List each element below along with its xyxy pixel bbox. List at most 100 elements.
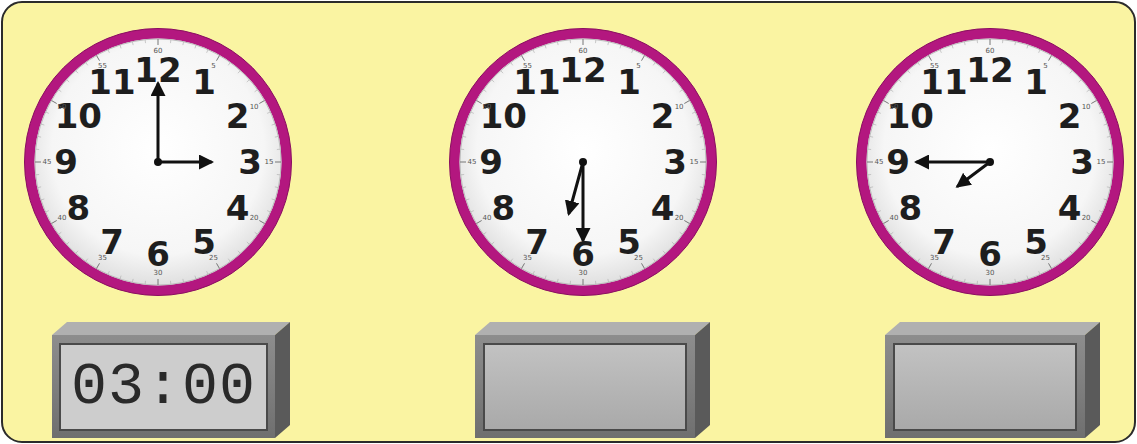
tick-mark [918,259,920,262]
tick-mark [97,55,100,60]
minute-numeral: 60 [986,48,995,55]
minute-numeral: 45 [875,159,884,166]
tick-mark [41,124,44,125]
tick-mark [653,62,655,65]
hour-numeral: 6 [978,237,1002,271]
minute-numeral: 55 [98,62,107,69]
tick-mark [1109,149,1112,150]
tick-mark [533,50,534,53]
tick-mark [663,251,665,254]
tick-mark [632,50,633,53]
tick-mark [76,251,78,254]
tick-mark [692,211,695,212]
analog-clock [450,29,717,296]
tick-mark [1039,271,1040,274]
tick-mark [1002,281,1003,284]
tick-mark [272,124,275,125]
tick-mark [41,199,44,200]
minute-numeral: 50 [889,103,898,110]
tick-mark [1049,55,1052,60]
tick-mark [36,174,39,175]
tick-mark [533,271,534,274]
tick-mark [255,232,258,234]
tick-mark [120,45,121,48]
minute-numeral: 5 [636,62,640,69]
tick-mark [228,62,230,65]
tick-mark [583,279,584,285]
digital-clock [885,322,1100,438]
tick-mark [700,186,703,188]
hour-numeral: 9 [54,145,78,179]
tick-mark [217,55,220,60]
tick-mark [680,90,683,92]
tick-mark [471,112,474,113]
tick-mark [207,271,208,274]
tick-mark [557,42,559,45]
tick-mark [1087,90,1090,92]
tick-mark [908,71,910,74]
tick-mark [692,112,695,113]
tick-mark [870,136,873,138]
hour-numeral: 7 [525,225,549,259]
minute-numeral: 40 [57,214,66,221]
tick-mark [977,281,978,284]
minute-numeral: 30 [579,270,588,277]
tick-mark [120,276,121,279]
tick-mark [36,149,39,150]
tick-mark [1002,40,1003,43]
tick-mark [697,199,700,200]
tick-mark [1070,251,1072,254]
minute-numeral: 35 [523,255,532,262]
tick-mark [663,71,665,74]
hour-numeral: 1 [617,65,641,99]
minute-numeral: 20 [675,214,684,221]
tick-mark [1060,62,1062,65]
tick-mark [492,80,495,82]
tick-mark [595,281,596,284]
tick-mark [275,136,278,138]
digital-display: 03:00 [61,345,266,429]
tick-mark [483,90,486,92]
tick-mark [501,71,503,74]
tick-mark [1107,136,1110,138]
tick-mark [918,62,920,65]
tick-mark [1070,71,1072,74]
minute-numeral: 10 [675,103,684,110]
minute-numeral: 30 [154,270,163,277]
minute-numeral: 15 [1097,159,1106,166]
tick-mark [272,199,275,200]
tick-mark [463,186,466,188]
tick-mark [522,55,525,60]
minute-numeral: 50 [482,103,491,110]
tick-mark [67,242,70,244]
tick-mark [247,80,250,82]
tick-mark [38,136,41,138]
minute-numeral: 25 [209,255,218,262]
tick-mark [275,186,278,188]
tick-mark [977,40,978,43]
minute-numeral: 45 [468,159,477,166]
tick-mark [1107,162,1113,163]
tick-mark [170,40,171,43]
tick-mark [108,50,109,53]
tick-mark [570,40,571,43]
tick-mark [58,90,61,92]
tick-mark [642,55,645,60]
tick-mark [1104,124,1107,125]
minute-numeral: 5 [1043,62,1047,69]
tick-mark [461,149,464,150]
tick-mark [940,271,941,274]
hour-numeral: 1 [1024,65,1048,99]
tick-mark [873,124,876,125]
tick-mark [207,50,208,53]
tick-mark [108,271,109,274]
tick-mark [1079,80,1082,82]
tick-mark [463,136,466,138]
tick-mark [277,174,280,175]
tick-mark [545,276,546,279]
tick-mark [1027,45,1028,48]
tick-mark [583,39,584,45]
hour-numeral: 6 [571,237,595,271]
minute-numeral: 5 [211,62,215,69]
minute-numeral: 30 [986,270,995,277]
